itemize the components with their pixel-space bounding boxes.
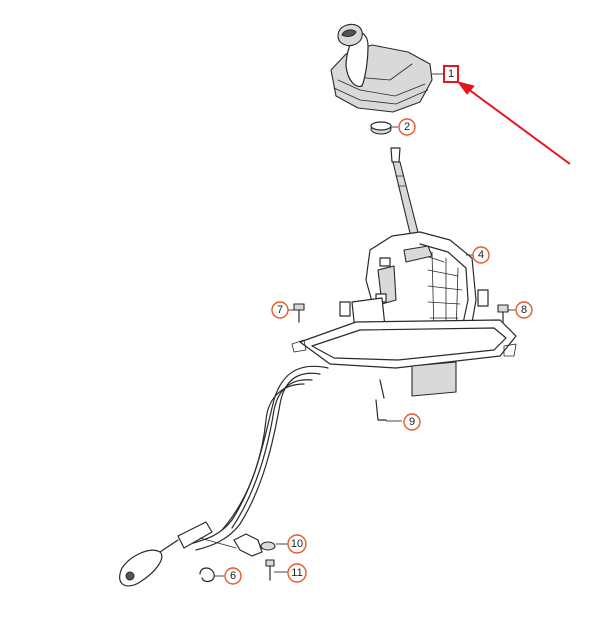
callout-label: 11	[291, 567, 302, 579]
callout-6[interactable]: 6	[224, 567, 242, 585]
callout-label: 1	[448, 68, 454, 80]
gear-shift-boot-part-1	[330, 23, 433, 113]
clip-part-6	[199, 567, 224, 583]
callout-8[interactable]: 8	[515, 301, 533, 319]
base-plate	[291, 319, 517, 399]
callout-label: 4	[478, 249, 484, 261]
bolt-part-8	[497, 304, 515, 323]
callout-label: 8	[521, 304, 527, 316]
callout-7[interactable]: 7	[271, 301, 289, 319]
highlight-arrow	[456, 81, 571, 165]
callout-10[interactable]: 10	[287, 534, 307, 554]
callout-label: 2	[404, 121, 410, 133]
callout-label: 9	[409, 416, 415, 428]
callout-4[interactable]: 4	[466, 246, 490, 264]
bolt-part-7	[288, 303, 305, 323]
clip-part-9	[375, 399, 402, 422]
callout-2[interactable]: 2	[398, 118, 416, 136]
bolt-part-11	[265, 559, 288, 581]
cable-clamp-part-10	[233, 533, 288, 557]
callout-label: 7	[277, 304, 283, 316]
callout-label: 10	[291, 538, 303, 550]
selector-cable	[119, 365, 329, 587]
bush-part-2	[370, 121, 398, 135]
callout-label: 6	[230, 570, 236, 582]
callout-1-highlight-box	[443, 65, 459, 83]
shift-lever-rod	[390, 147, 423, 251]
callout-9[interactable]: 9	[403, 413, 421, 431]
callout-1[interactable]: 1	[432, 65, 459, 83]
callout-11[interactable]: 11	[287, 563, 307, 583]
